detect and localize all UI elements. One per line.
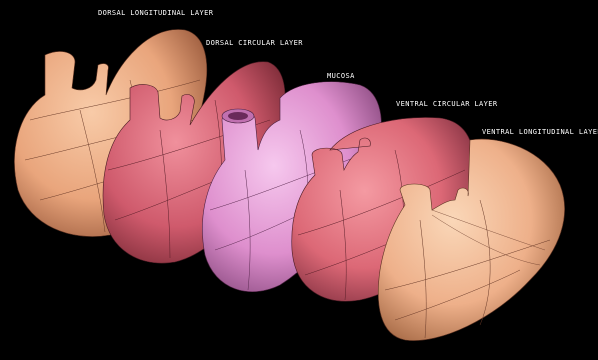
label-ventral-longitudinal: VENTRAL LONGITUDINAL LAYER [482,128,598,136]
label-dorsal-longitudinal: DORSAL LONGITUDINAL LAYER [98,9,213,17]
label-ventral-circular: VENTRAL CIRCULAR LAYER [396,100,498,108]
label-mucosa: MUCOSA [327,72,355,80]
label-dorsal-circular: DORSAL CIRCULAR LAYER [206,39,303,47]
